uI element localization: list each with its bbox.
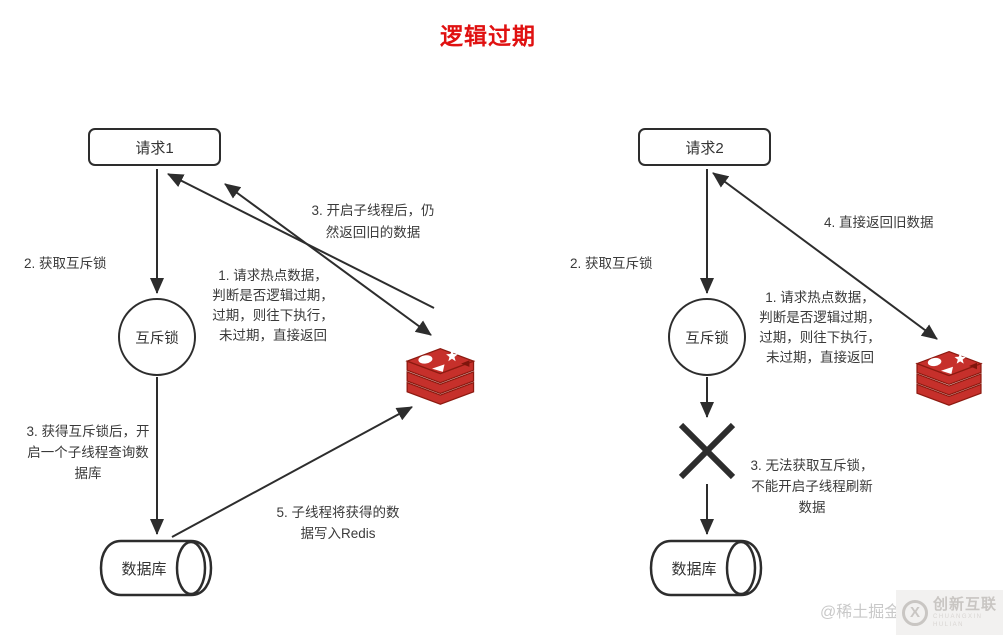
redis-icon <box>405 347 476 405</box>
arrow-redis-return-old-data <box>167 173 435 309</box>
right-step4-note: 4. 直接返回旧数据 <box>824 215 934 230</box>
right-step1-note: 1. 请求热点数据， 判断是否逻辑过期， 过期，则往下执行， 未过期，直接返回 <box>759 290 881 365</box>
left-step3-lock-note: 3. 获得互斥锁后，开 启一个子线程查询数 据库 <box>26 424 150 481</box>
left-step5-note: 5. 子线程将获得的数 据写入Redis <box>276 505 400 541</box>
brand-watermark: X 创新互联 CHUANGXIN HULIAN <box>896 590 1003 635</box>
x-mark-icon <box>678 422 736 480</box>
database1-cylinder <box>99 539 213 597</box>
arrow-request1-redis-roundtrip <box>224 183 432 336</box>
redis-icon <box>915 350 983 406</box>
request1-node: 请求1 <box>88 128 221 166</box>
database2-cylinder <box>649 539 763 597</box>
database2-label: 数据库 <box>671 560 717 578</box>
left-step1-note: 1. 请求热点数据， 判断是否逻辑过期， 过期，则往下执行， 未过期，直接返回 <box>212 268 334 343</box>
juejin-watermark: @稀土掘金 <box>820 604 901 621</box>
request2-node: 请求2 <box>638 128 771 166</box>
brand-text: 创新互联 CHUANGXIN HULIAN <box>933 595 1003 629</box>
right-step2-note: 2. 获取互斥锁 <box>570 256 653 271</box>
brand-name: 创新互联 <box>933 595 998 613</box>
mutex2-node: 互斥锁 <box>668 298 746 376</box>
brand-subtitle: CHUANGXIN HULIAN <box>933 613 983 628</box>
mutex1-node: 互斥锁 <box>118 298 196 376</box>
arrow-database-to-redis-write <box>171 406 413 538</box>
arrow-request2-redis-roundtrip <box>712 172 938 340</box>
left-step3-return-note: 3. 开启子线程后，仍 然返回旧的数据 <box>311 203 435 240</box>
right-step3-note: 3. 无法获取互斥锁， 不能开启子线程刷新 数据 <box>750 458 874 515</box>
diagram-title: 逻辑过期 <box>440 23 536 49</box>
database1-label: 数据库 <box>121 560 167 578</box>
brand-logo-icon: X <box>902 599 928 626</box>
left-step2-note: 2. 获取互斥锁 <box>24 256 107 271</box>
